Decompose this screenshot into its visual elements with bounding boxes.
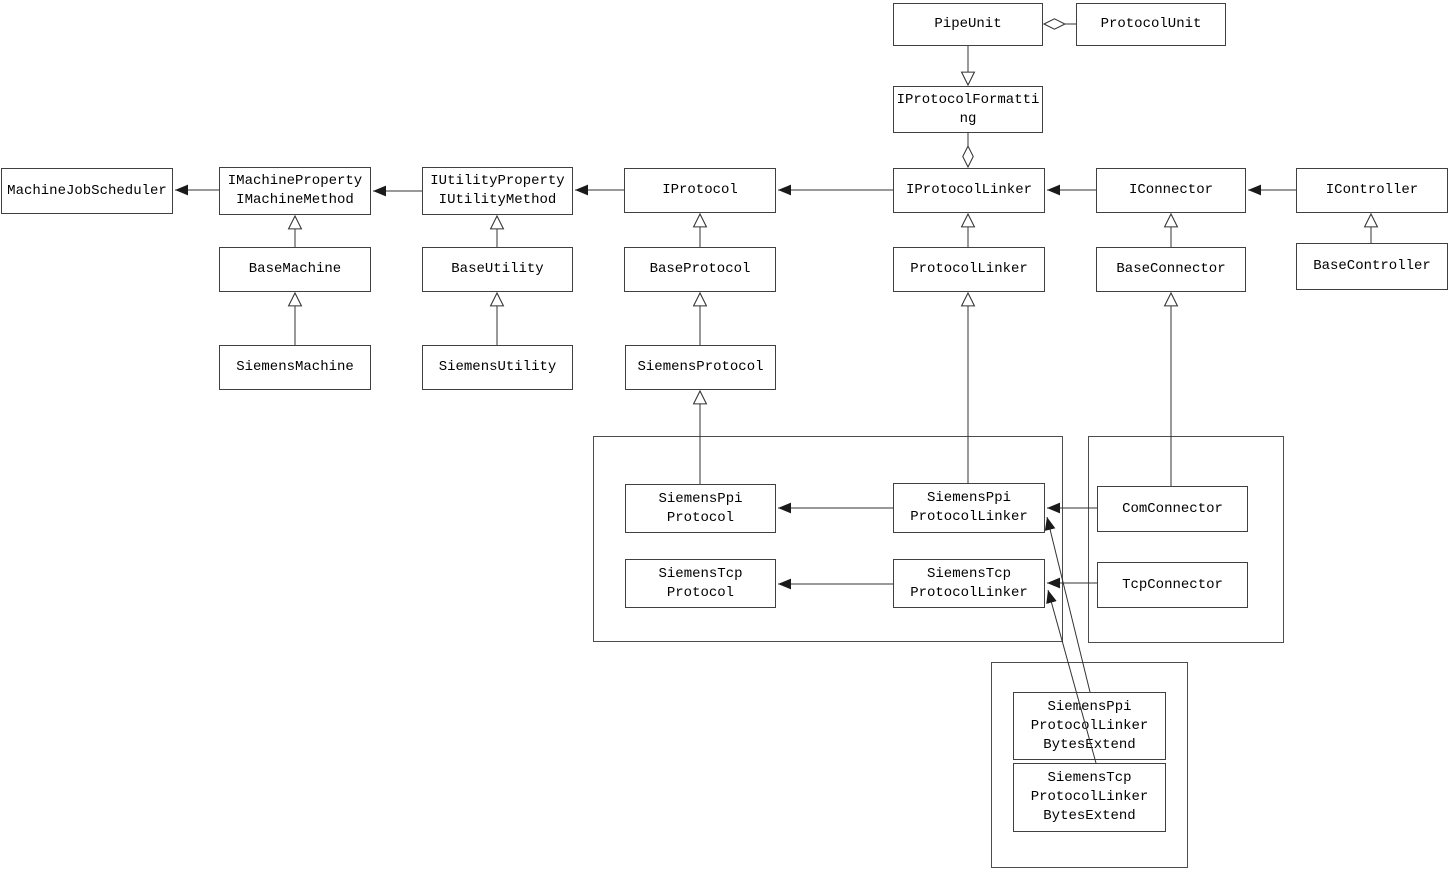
class-base-connector: BaseConnector (1096, 247, 1246, 292)
class-machine-job-scheduler: MachineJobScheduler (1, 168, 173, 214)
interface-iconnector: IConnector (1096, 168, 1246, 213)
interface-icontroller: IController (1296, 168, 1448, 213)
class-siemens-utility: SiemensUtility (422, 345, 573, 390)
group-siemens-protocol-implementations (593, 436, 1063, 642)
class-siemens-tcp-protocol-linker-bytes-extend: SiemensTcp ProtocolLinker BytesExtend (1013, 763, 1166, 832)
class-base-utility: BaseUtility (422, 247, 573, 292)
class-tcp-connector: TcpConnector (1097, 562, 1248, 608)
class-siemens-ppi-protocol-linker: SiemensPpi ProtocolLinker (893, 483, 1045, 533)
class-base-protocol: BaseProtocol (624, 247, 776, 292)
class-siemens-tcp-protocol-linker: SiemensTcp ProtocolLinker (893, 559, 1045, 608)
class-protocol-linker: ProtocolLinker (893, 247, 1045, 292)
class-siemens-tcp-protocol: SiemensTcp Protocol (625, 559, 776, 608)
class-siemens-ppi-protocol: SiemensPpi Protocol (625, 484, 776, 533)
class-base-machine: BaseMachine (219, 247, 371, 292)
class-pipe-unit: PipeUnit (893, 3, 1043, 46)
class-com-connector: ComConnector (1097, 486, 1248, 532)
interface-iutility-property-method: IUtilityProperty IUtilityMethod (422, 167, 573, 215)
interface-iprotocol-linker: IProtocolLinker (893, 168, 1045, 213)
class-protocol-unit: ProtocolUnit (1076, 3, 1226, 46)
interface-iprotocol-formatting: IProtocolFormatti ng (893, 86, 1043, 133)
class-siemens-machine: SiemensMachine (219, 345, 371, 390)
interface-imachine-property-method: IMachineProperty IMachineMethod (219, 167, 371, 215)
interface-iprotocol: IProtocol (624, 168, 776, 213)
class-base-controller: BaseController (1296, 243, 1448, 290)
class-siemens-ppi-protocol-linker-bytes-extend: SiemensPpi ProtocolLinker BytesExtend (1013, 692, 1166, 760)
class-siemens-protocol: SiemensProtocol (625, 345, 776, 390)
group-connector-implementations (1088, 436, 1284, 643)
